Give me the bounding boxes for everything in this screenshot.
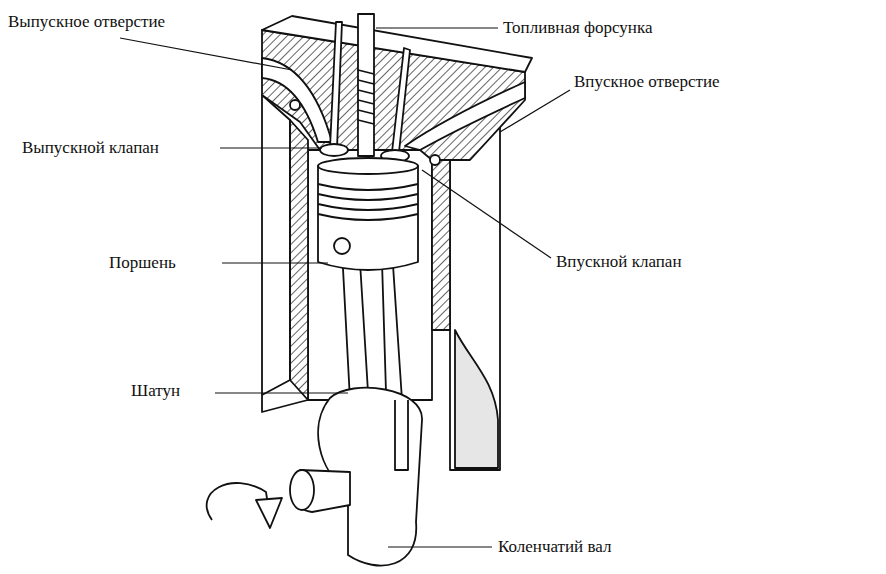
journal-end: [290, 470, 314, 510]
connecting-rod: [342, 250, 402, 400]
leader-line: [422, 170, 551, 258]
part-label: Выпускное отверстие: [6, 12, 167, 32]
leader-line: [220, 147, 322, 148]
piston-pin: [334, 238, 350, 254]
leader-lines: [120, 28, 570, 547]
leader-line: [500, 90, 570, 132]
intake-valve-stem: [392, 48, 410, 152]
part-label: Впускное отверстие: [572, 72, 722, 92]
part-label: Поршень: [107, 253, 178, 273]
crankcase-wall: [262, 95, 308, 412]
block-shade: [455, 330, 498, 468]
block-edge: [261, 95, 263, 395]
piston-rings: [318, 184, 418, 220]
leader-line: [388, 546, 492, 547]
cylinder-bore: [308, 150, 432, 400]
part-label: Коленчатий вал: [496, 537, 613, 557]
fuel-injector: [358, 14, 374, 156]
leader-line: [215, 392, 348, 393]
cylinder-wall: [432, 160, 450, 330]
leader-line: [222, 262, 328, 263]
rotation-arrowhead: [256, 498, 282, 528]
head-bolt: [290, 100, 300, 110]
leader-line: [120, 38, 292, 70]
injector-coil: [358, 70, 374, 124]
head-bolt: [430, 155, 440, 165]
exhaust-valve-head: [320, 144, 348, 156]
exhaust-valve-stem: [330, 22, 342, 148]
intake-port: [405, 82, 525, 150]
part-label: Топливная форсунка: [501, 18, 655, 38]
part-label: Впускной клапан: [554, 252, 684, 272]
rod-web: [360, 262, 386, 392]
head-top: [262, 16, 532, 72]
part-label: Шатун: [129, 381, 182, 401]
piston-crown: [318, 158, 418, 174]
leader-line: [376, 27, 498, 28]
exhaust-port: [262, 58, 332, 142]
part-label: Выпускной клапан: [20, 138, 161, 158]
cylinder-wall: [290, 120, 308, 400]
crank-pin: [395, 400, 408, 470]
piston: [318, 166, 418, 270]
